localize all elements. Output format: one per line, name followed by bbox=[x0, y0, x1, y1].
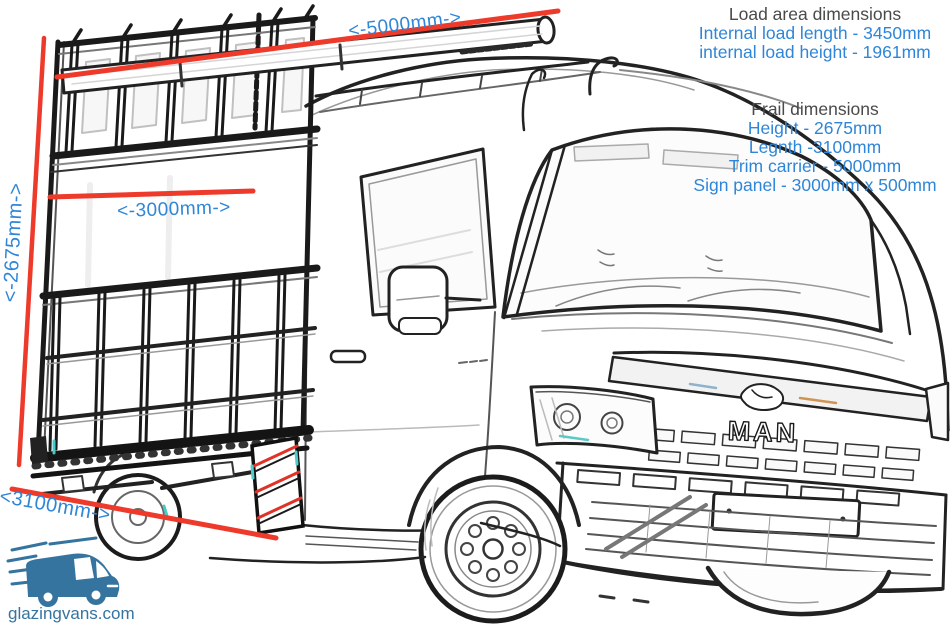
tube-branding-scribble bbox=[459, 41, 535, 55]
windshield bbox=[501, 127, 883, 333]
frail-line: Legnth -3100mm bbox=[748, 137, 882, 157]
glazingvans-logo-van-icon bbox=[6, 536, 120, 607]
van-sketch: MAN bbox=[92, 55, 950, 624]
frail-dimensions-block: Frail dimensions Height - 2675mm Legnth … bbox=[650, 100, 950, 195]
headlight-right bbox=[924, 381, 950, 442]
door-handle bbox=[329, 349, 367, 364]
headlight-left bbox=[529, 385, 659, 455]
frail-line: Sign panel - 3000mm x 500mm bbox=[693, 175, 937, 195]
dim-line-length bbox=[9, 486, 279, 541]
frail-line: Trim carrier - 5000mm bbox=[728, 156, 902, 176]
frail-line: Height - 2675mm bbox=[747, 118, 883, 138]
load-area-title: Load area dimensions bbox=[728, 4, 902, 24]
dim-line-sign-panel bbox=[47, 188, 256, 200]
hazard-marker-board bbox=[250, 435, 305, 536]
dimension-lines bbox=[9, 8, 561, 541]
wing-mirror bbox=[387, 265, 482, 335]
load-area-line: Internal load length - 3450mm bbox=[698, 23, 932, 43]
rear-wheel bbox=[92, 448, 182, 561]
man-badge-text: MAN bbox=[727, 416, 799, 448]
antenna bbox=[521, 68, 547, 132]
roof-rack bbox=[314, 56, 801, 113]
trim-carrier-tube bbox=[60, 15, 556, 95]
glazingvans-website-text: glazingvans.com bbox=[8, 604, 135, 623]
far-side-wheel bbox=[705, 565, 892, 617]
load-area-line: internal load height - 1961mm bbox=[699, 42, 931, 62]
front-wheel bbox=[407, 445, 581, 624]
frail-title: Frail dimensions bbox=[751, 99, 879, 119]
dim-line-trim-carrier bbox=[54, 8, 561, 80]
dim-line-height bbox=[16, 35, 47, 468]
man-grille: MAN bbox=[607, 355, 933, 482]
load-area-dimensions-block: Load area dimensions Internal load lengt… bbox=[650, 5, 950, 62]
